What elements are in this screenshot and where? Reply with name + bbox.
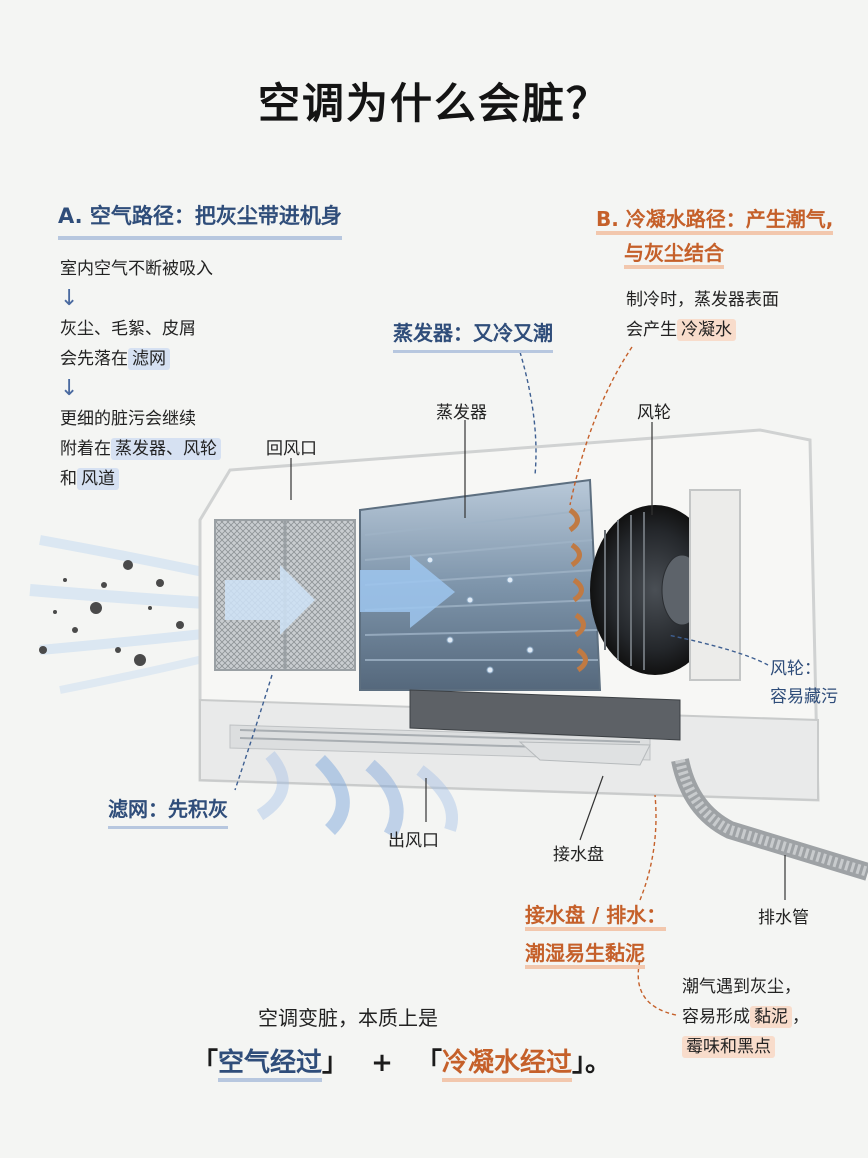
plus-sign: + — [371, 1048, 393, 1078]
evaporator-title-label: 蒸发器：又冷又潮 — [393, 317, 553, 353]
conclusion-line2: 「空气经过」 + 「冷凝水经过」。 — [192, 1042, 612, 1082]
fan-note: 风轮： 容易藏污 — [770, 655, 838, 711]
outlet-label: 出风口 — [388, 831, 439, 851]
drain-pipe-label: 排水管 — [758, 908, 809, 928]
section-b-line2-prefix: 会产生 — [626, 320, 677, 340]
section-a-line5-prefix: 附着在 — [60, 439, 111, 459]
drain-title-line1: 接水盘 / 排水： — [525, 903, 667, 931]
section-a-line2: 灰尘、毛絮、皮屑 — [60, 319, 196, 339]
page-title: 空调为什么会脏？ — [257, 79, 610, 128]
sludge-highlight: 黏泥 — [750, 1006, 792, 1028]
section-a-line1: 室内空气不断被吸入 — [60, 259, 213, 279]
dust-particles — [39, 560, 184, 666]
section-a-line6-prefix: 和 — [60, 469, 77, 489]
duct-highlight: 风道 — [77, 468, 119, 490]
fan-note-line1: 风轮： — [770, 659, 821, 679]
drain-note-line2-prefix: 容易形成 — [682, 1007, 750, 1027]
open-bracket-2: 「 — [415, 1048, 442, 1078]
section-a-heading: A. 空气路径：把灰尘带进机身 — [58, 200, 342, 240]
section-b-line1: 制冷时，蒸发器表面 — [626, 290, 779, 310]
drain-title: 接水盘 / 排水： 潮湿易生黏泥 — [525, 896, 667, 972]
close-bracket-2: 」 — [572, 1048, 586, 1078]
conclusion-line1: 空调变脏，本质上是 — [258, 1006, 438, 1030]
section-b-heading-line2: 与灰尘结合 — [624, 241, 724, 269]
evaporator-fan-highlight: 蒸发器、风轮 — [111, 438, 221, 460]
drain-title-line2: 潮湿易生黏泥 — [525, 941, 645, 969]
return-vent-label: 回风口 — [266, 439, 317, 459]
open-bracket-1: 「 — [192, 1048, 219, 1078]
section-a-text: 室内空气不断被吸入 ↓ 灰尘、毛絮、皮屑 会先落在滤网 ↓ 更细的脏污会继续 附… — [60, 254, 221, 494]
section-b-text: 制冷时，蒸发器表面 会产生冷凝水 — [626, 285, 779, 345]
filter-highlight: 滤网 — [128, 348, 170, 370]
drip-tray-label: 接水盘 — [553, 845, 604, 865]
condensate-highlight: 冷凝水 — [677, 319, 736, 341]
section-a-line3-prefix: 会先落在 — [60, 349, 128, 369]
outgoing-air — [256, 751, 458, 839]
section-a-line4: 更细的脏污会继续 — [60, 409, 196, 429]
drain-note: 潮气遇到灰尘， 容易形成黏泥， 霉味和黑点 — [682, 972, 809, 1062]
fan-note-line2: 容易藏污 — [770, 687, 838, 707]
condensate-passing-text: 冷凝水经过 — [441, 1048, 572, 1082]
down-arrow-icon: ↓ — [60, 286, 79, 311]
mold-highlight: 霉味和黑点 — [682, 1036, 775, 1058]
section-b-heading: B. 冷凝水路径：产生潮气, 与灰尘结合 — [596, 202, 834, 270]
evaporator-label: 蒸发器 — [436, 403, 487, 423]
filter-note-label: 滤网：先积灰 — [108, 793, 228, 829]
section-b-heading-line1: B. 冷凝水路径：产生潮气, — [596, 207, 834, 235]
fan-label: 风轮 — [637, 403, 671, 423]
air-passing-text: 空气经过 — [218, 1048, 323, 1082]
close-bracket-1: 」 — [322, 1048, 349, 1078]
down-arrow-icon: ↓ — [60, 376, 79, 401]
drain-note-line1: 潮气遇到灰尘， — [682, 977, 801, 997]
period: 。 — [585, 1048, 612, 1078]
drain-note-line2-suffix: ， — [792, 1007, 809, 1027]
